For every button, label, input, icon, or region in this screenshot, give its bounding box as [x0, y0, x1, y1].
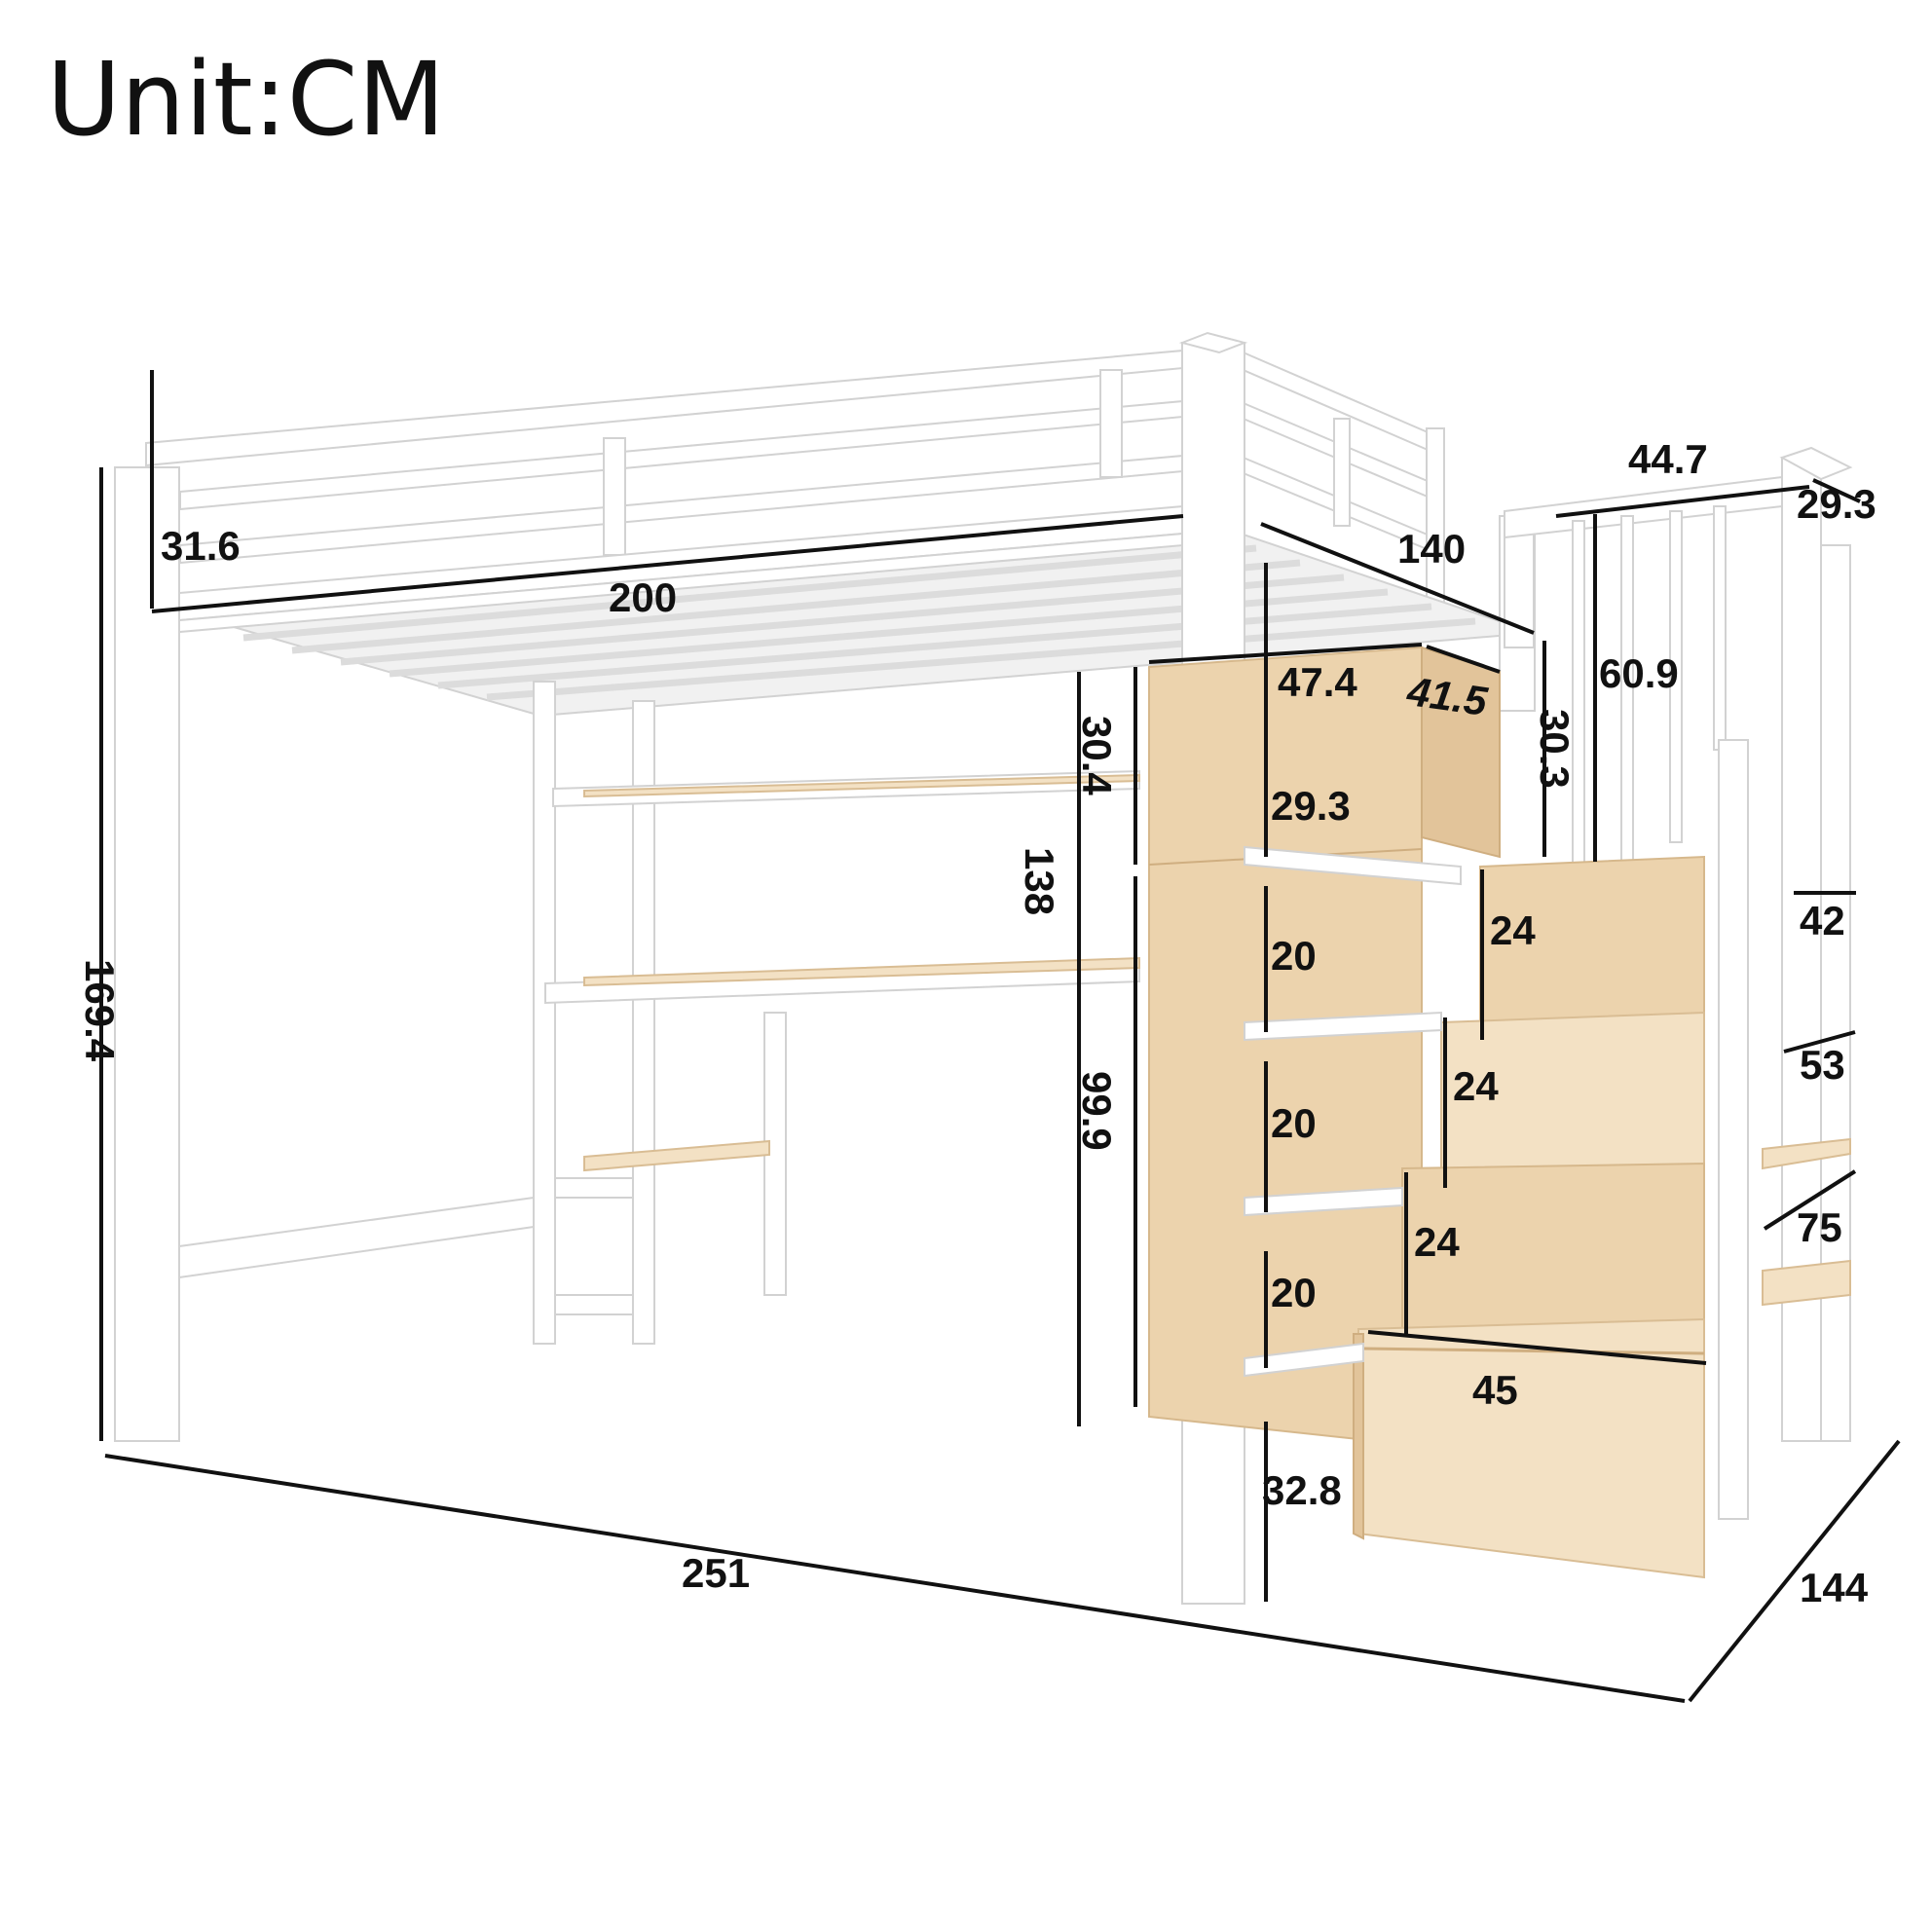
- label-handrail-step-1: 42: [1800, 898, 1845, 943]
- label-step-height-3: 24: [1414, 1219, 1460, 1265]
- dimension-lines: [99, 370, 1901, 1703]
- label-bottom-step-height: 32.8: [1262, 1467, 1342, 1513]
- label-bed-width: 140: [1397, 526, 1466, 572]
- label-total-height: 169.4: [77, 959, 123, 1062]
- label-stair-rail-height: 60.9: [1599, 650, 1679, 696]
- label-desk-height: 99.9: [1074, 1071, 1120, 1151]
- label-bed-length: 200: [609, 574, 677, 620]
- label-post-gap-height: 30.3: [1532, 709, 1578, 789]
- label-cubby-height-1: 20: [1271, 933, 1317, 979]
- label-step-height-1: 24: [1490, 907, 1536, 953]
- label-stair-top-width: 44.7: [1628, 436, 1708, 482]
- label-cubby-height-2: 20: [1271, 1100, 1317, 1146]
- storage-staircase: [1244, 446, 1853, 1579]
- label-handrail-step-2: 53: [1800, 1042, 1845, 1088]
- label-total-depth: 144: [1800, 1565, 1869, 1610]
- label-top-compartment-height: 29.3: [1271, 783, 1351, 829]
- label-stair-top-depth: 29.3: [1797, 481, 1876, 527]
- label-total-length: 251: [682, 1550, 750, 1596]
- label-cubby-height-3: 20: [1271, 1270, 1317, 1315]
- label-under-bed-height: 138: [1017, 847, 1062, 915]
- unit-title: Unit:CM: [47, 40, 445, 159]
- dimension-labels: 31.6 200 140 169.4 251 144 44.7 29.3 60.…: [77, 436, 1876, 1610]
- label-wardrobe-width: 47.4: [1278, 659, 1357, 705]
- label-bottom-step-width: 45: [1472, 1367, 1518, 1413]
- front-left-post: [114, 466, 180, 1442]
- label-wardrobe-top-height: 30.4: [1074, 716, 1120, 795]
- label-step-height-2: 24: [1453, 1063, 1499, 1109]
- label-rail-height: 31.6: [161, 523, 241, 569]
- loft-bed-frame: [114, 331, 1536, 1605]
- label-wardrobe-depth: 41.5: [1404, 668, 1491, 724]
- label-handrail-step-3: 75: [1797, 1204, 1842, 1250]
